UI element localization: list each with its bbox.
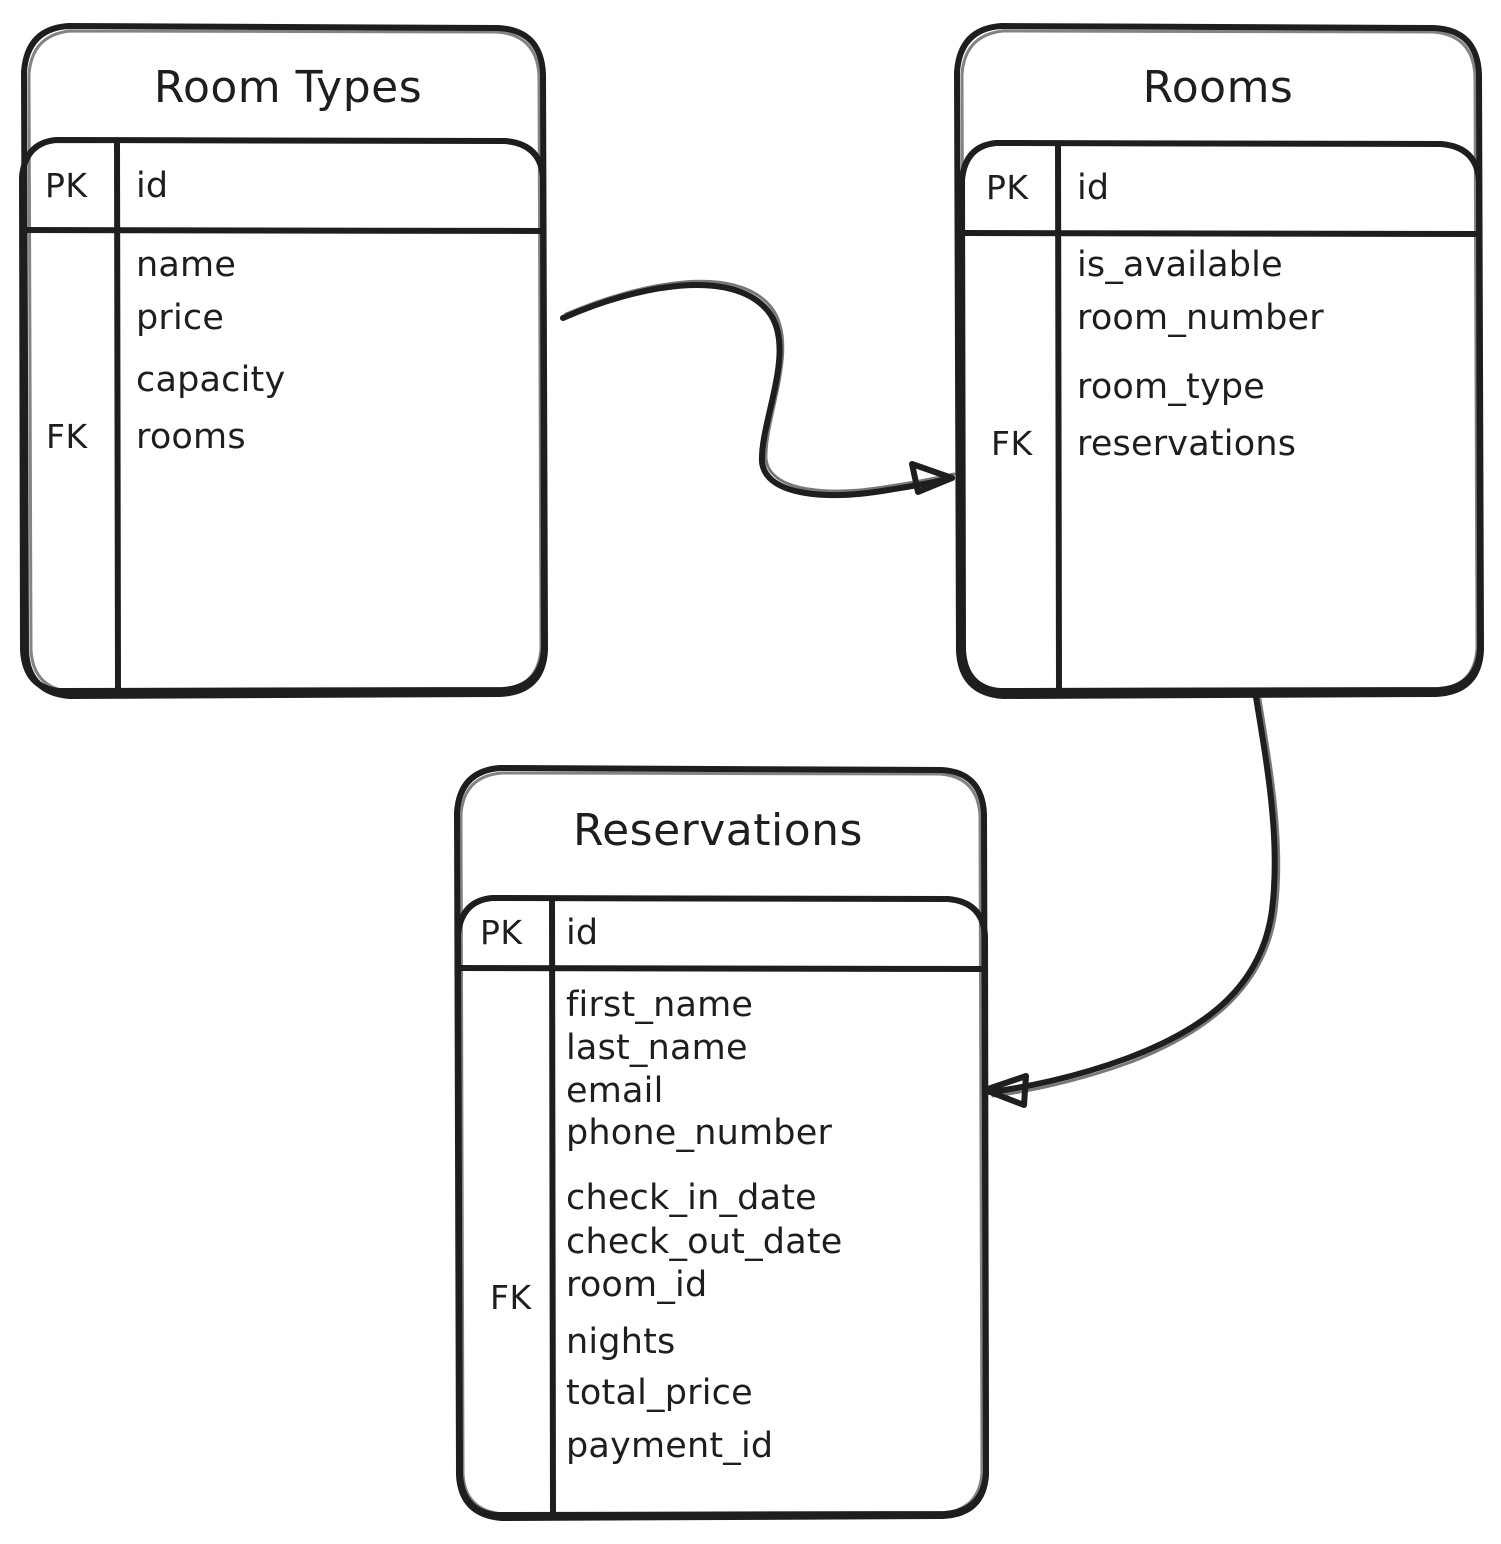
field-reservations-payment-id: payment_id xyxy=(566,1426,774,1466)
field-room-types-name: name xyxy=(136,245,237,285)
fk-label-room-types: FK xyxy=(46,417,88,456)
field-reservations-phone-number: phone_number xyxy=(566,1113,833,1153)
field-rooms-room-type: room_type xyxy=(1077,367,1266,407)
pk-label-room-types: PK xyxy=(45,166,88,205)
entity-title-room-types: Room Types xyxy=(153,62,423,113)
pk-label-reservations: PK xyxy=(480,913,523,952)
field-reservations-check-in-date: check_in_date xyxy=(566,1178,817,1218)
pk-field-room-types: id xyxy=(136,166,169,206)
field-reservations-room-id: room_id xyxy=(566,1265,708,1305)
field-reservations-nights: nights xyxy=(566,1322,676,1362)
relationship-room-types-to-rooms[interactable] xyxy=(560,279,956,498)
field-rooms-reservations: reservations xyxy=(1077,424,1297,464)
field-room-types-price: price xyxy=(136,298,225,338)
field-room-types-capacity: capacity xyxy=(136,360,286,400)
entity-shape-rooms[interactable] xyxy=(954,23,1484,699)
pk-field-rooms: id xyxy=(1077,168,1110,208)
entity-title-rooms: Rooms xyxy=(1142,62,1294,113)
pk-field-reservations: id xyxy=(566,913,599,953)
field-room-types-rooms: rooms xyxy=(136,417,246,457)
field-reservations-check-out-date: check_out_date xyxy=(566,1222,843,1262)
field-rooms-is-available: is_available xyxy=(1077,245,1283,285)
field-rooms-room-number: room_number xyxy=(1077,298,1324,338)
field-reservations-last-name: last_name xyxy=(566,1028,748,1068)
fk-label-rooms: FK xyxy=(991,424,1033,463)
field-reservations-total-price: total_price xyxy=(566,1373,753,1413)
field-reservations-email: email xyxy=(566,1071,664,1111)
relationship-rooms-to-reservations[interactable] xyxy=(982,694,1281,1108)
entity-title-reservations: Reservations xyxy=(573,805,863,856)
field-reservations-first-name: first_name xyxy=(566,985,754,1025)
pk-label-rooms: PK xyxy=(986,168,1029,207)
fk-label-reservations: FK xyxy=(490,1278,532,1317)
